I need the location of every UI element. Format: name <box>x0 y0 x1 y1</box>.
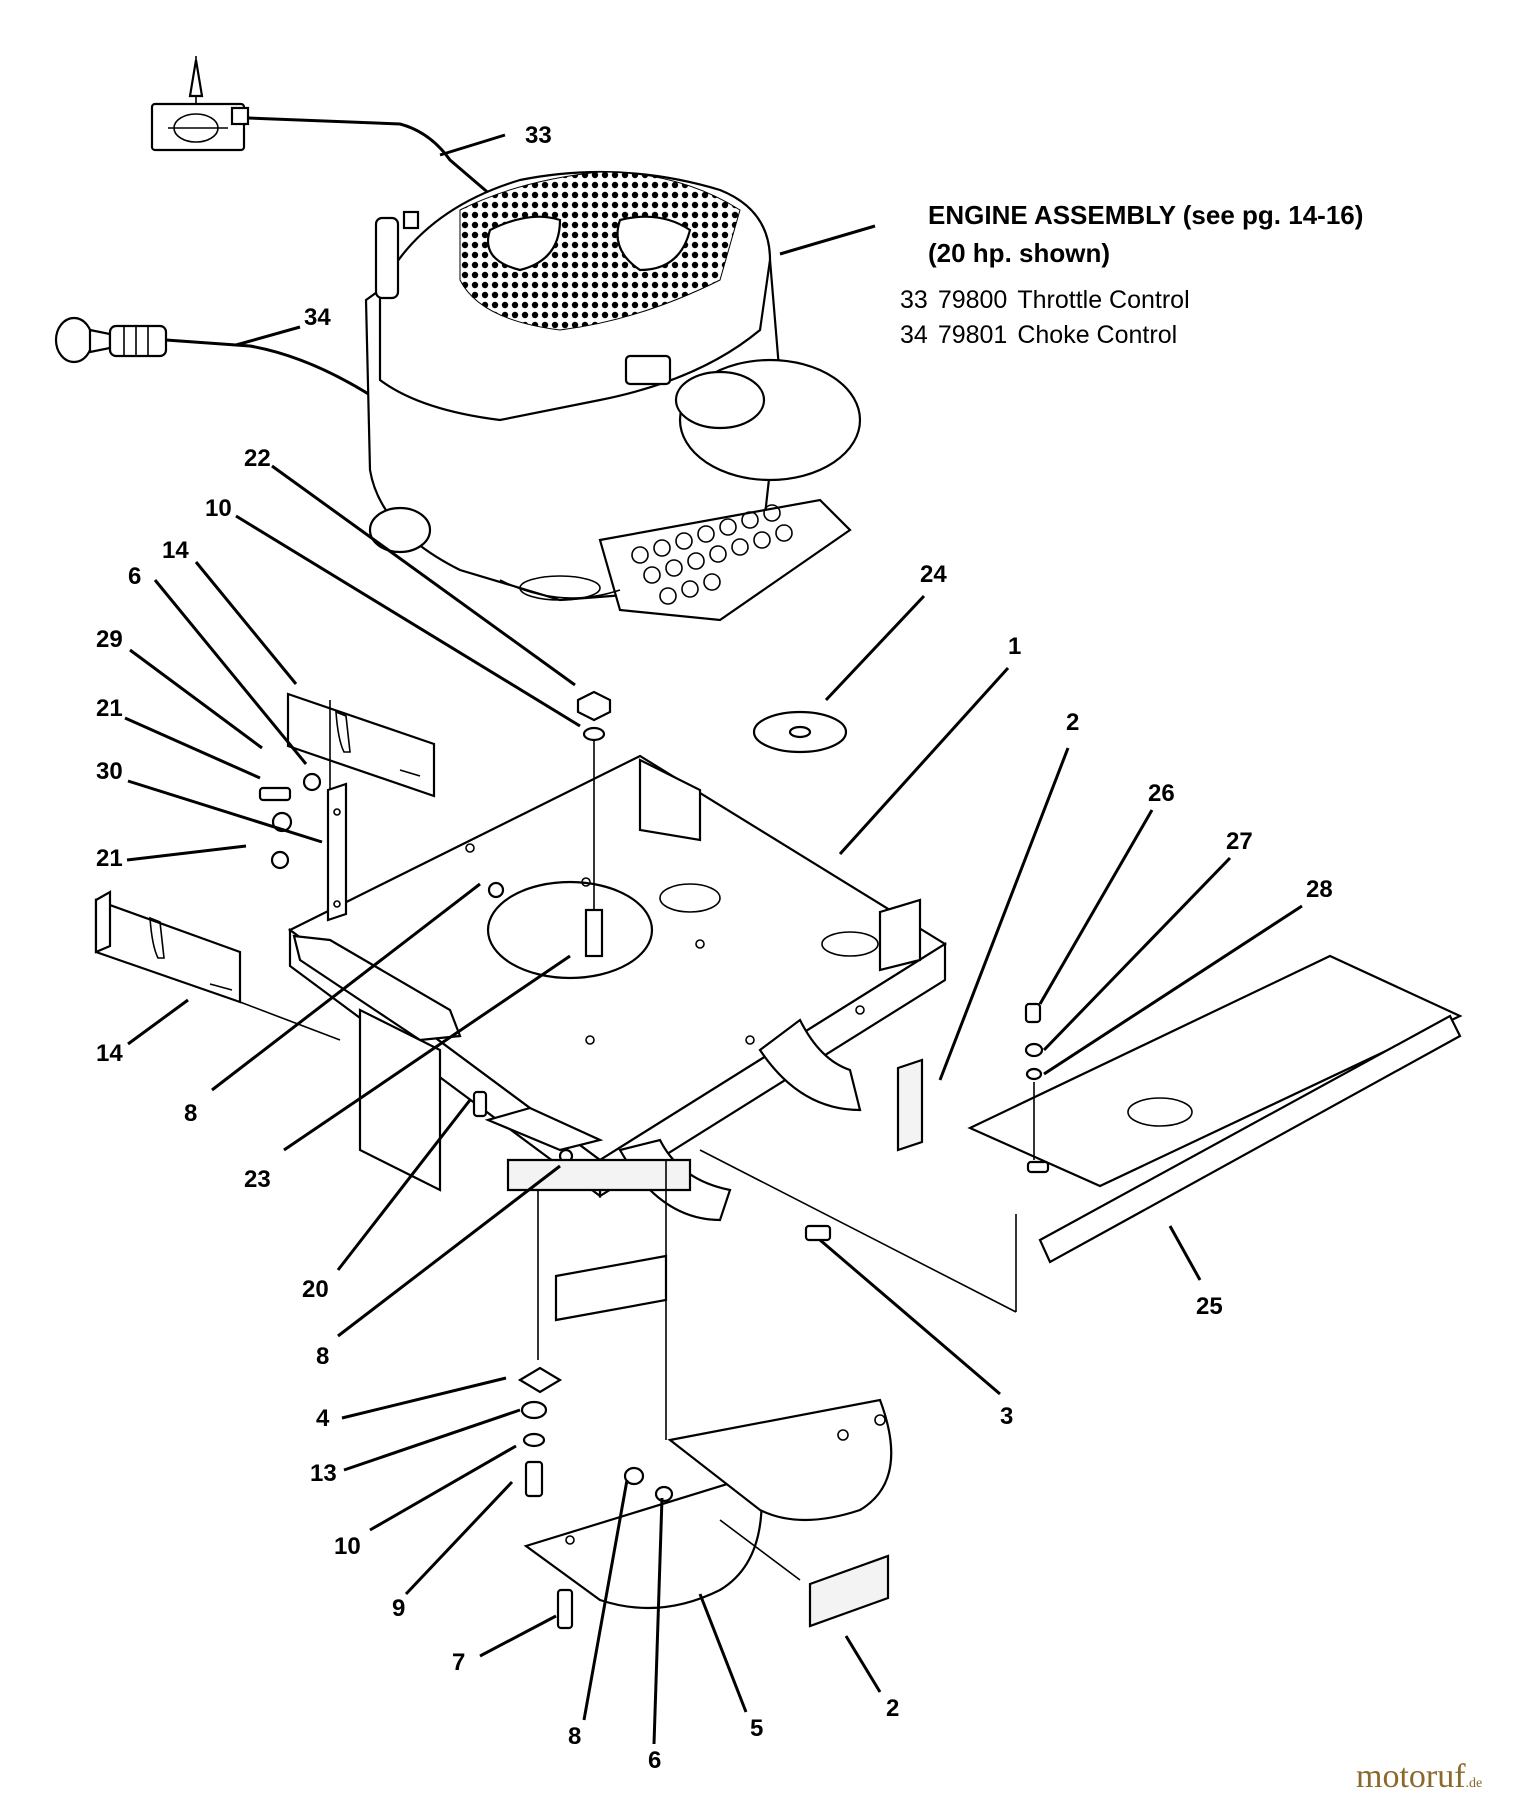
throttle-control <box>150 56 521 222</box>
callout-3: 3 <box>1000 1403 1013 1430</box>
callout-8: 8 <box>184 1100 197 1127</box>
callout-8-bottom: 8 <box>568 1723 581 1750</box>
part-ref: 34 <box>900 321 928 349</box>
callout-14-lower: 14 <box>96 1040 123 1067</box>
callout-29: 29 <box>96 626 123 653</box>
engine-assembly-title: ENGINE ASSEMBLY (see pg. 14-16) <box>928 200 1364 230</box>
deflector-plate-lower <box>94 890 242 1004</box>
watermark-suffix: .de <box>1465 1776 1483 1791</box>
callout-6: 6 <box>128 563 141 590</box>
callout-20: 20 <box>302 1276 329 1303</box>
callout-30: 30 <box>96 758 123 785</box>
part-description: Choke Control <box>1017 321 1178 349</box>
callout-4: 4 <box>316 1405 330 1432</box>
callout-25: 25 <box>1196 1293 1223 1320</box>
lower-shroud <box>523 1398 893 1610</box>
callout-21: 21 <box>96 695 123 722</box>
hanger-bracket <box>326 782 348 922</box>
part-number: 79801 <box>937 321 1008 349</box>
engine-assembly <box>364 170 862 622</box>
callout-9: 9 <box>392 1595 405 1622</box>
assembly-lines <box>239 700 1017 1581</box>
watermark-text: motoruf <box>1356 1758 1466 1795</box>
callout-22: 22 <box>244 445 271 472</box>
callout-1: 1 <box>1008 633 1021 660</box>
hardware <box>258 690 832 1630</box>
callout-2-bottom: 2 <box>886 1695 899 1722</box>
callout-6-bottom: 6 <box>648 1747 661 1774</box>
callout-14: 14 <box>162 537 189 564</box>
parts-list-row: 34 79801 Choke Control <box>900 319 1200 354</box>
air-cleaner-holes <box>631 504 793 605</box>
callout-21-lower: 21 <box>96 845 123 872</box>
callout-23: 23 <box>244 1166 271 1193</box>
engine-assembly-subtitle: (20 hp. shown) <box>928 238 1110 268</box>
callout-8-mid: 8 <box>316 1343 329 1370</box>
callout-labels: 33 34 22 10 14 6 29 21 30 21 14 8 23 20 … <box>96 122 1333 1774</box>
callout-26: 26 <box>1148 780 1175 807</box>
callout-5: 5 <box>750 1715 763 1742</box>
parts-list-row: 33 79800 Throttle Control <box>900 284 1200 319</box>
callout-7: 7 <box>452 1649 465 1676</box>
callout-34: 34 <box>304 304 331 331</box>
part-number: 79800 <box>937 286 1008 314</box>
decal <box>808 1058 924 1628</box>
callout-2: 2 <box>1066 709 1079 736</box>
callout-10-lower: 10 <box>334 1533 361 1560</box>
part-description: Throttle Control <box>1017 286 1190 314</box>
callout-33: 33 <box>525 122 552 149</box>
leader-lines <box>124 133 1303 1745</box>
callout-27: 27 <box>1226 828 1253 855</box>
spacer-disc <box>752 710 848 754</box>
callout-24: 24 <box>920 561 947 588</box>
part-ref: 33 <box>900 286 928 314</box>
callout-13: 13 <box>310 1460 337 1487</box>
callout-10: 10 <box>205 495 232 522</box>
watermark: motoruf.de <box>1356 1758 1482 1796</box>
deflector-plate-upper <box>286 692 436 798</box>
heat-deflector <box>967 954 1463 1264</box>
parts-list: 33 79800 Throttle Control 34 79801 Choke… <box>900 284 1200 354</box>
hardware-right <box>1024 1002 1044 1160</box>
callout-28: 28 <box>1306 876 1333 903</box>
